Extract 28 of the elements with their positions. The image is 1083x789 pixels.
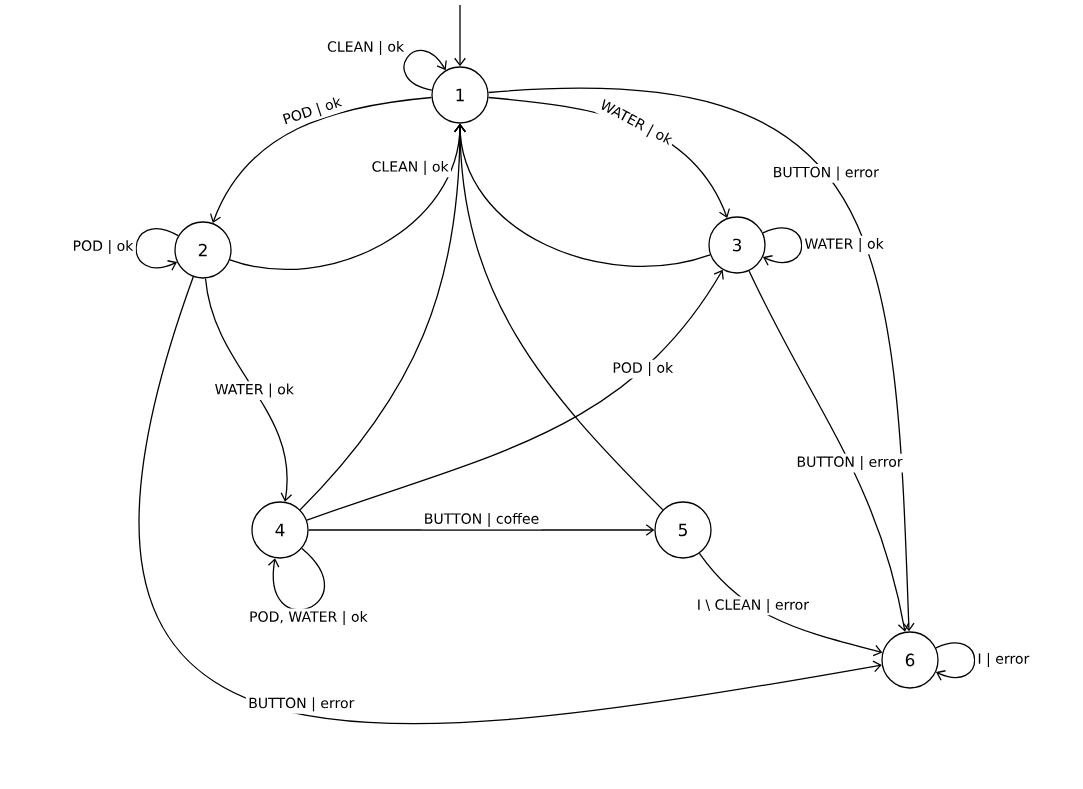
arrow xyxy=(762,227,803,266)
edge-label: I \ CLEAN | error xyxy=(694,596,812,616)
edge-label: I | error xyxy=(975,650,1032,670)
arrow xyxy=(403,49,447,91)
arrow xyxy=(135,228,179,271)
arrow xyxy=(935,642,976,681)
edge-label: BUTTON | error xyxy=(245,694,357,714)
edge-label: BUTTON | error xyxy=(770,164,882,183)
arrow xyxy=(487,87,915,632)
edge-label: POD | ok xyxy=(70,237,136,257)
edge-label: CLEAN | ok xyxy=(369,158,451,178)
arrow xyxy=(204,277,293,502)
edge-label: POD, WATER | ok xyxy=(246,608,371,628)
arrow xyxy=(308,524,655,536)
edge-label: BUTTON | coffee xyxy=(421,510,542,530)
arrow xyxy=(306,269,724,521)
edge-label: CLEAN | ok xyxy=(324,38,407,58)
edge-label: WATER | ok xyxy=(212,381,297,400)
arrow xyxy=(139,276,882,725)
edge-label: BUTTON | error xyxy=(794,453,905,473)
arrow xyxy=(267,547,326,611)
arrow xyxy=(748,270,910,632)
edge-label: POD | ok xyxy=(278,92,347,131)
arrow xyxy=(209,96,433,224)
arrow xyxy=(454,4,466,67)
edge-label: WATER | ok xyxy=(802,235,887,255)
edge-label: POD | ok xyxy=(610,359,676,379)
arrow xyxy=(454,123,664,511)
